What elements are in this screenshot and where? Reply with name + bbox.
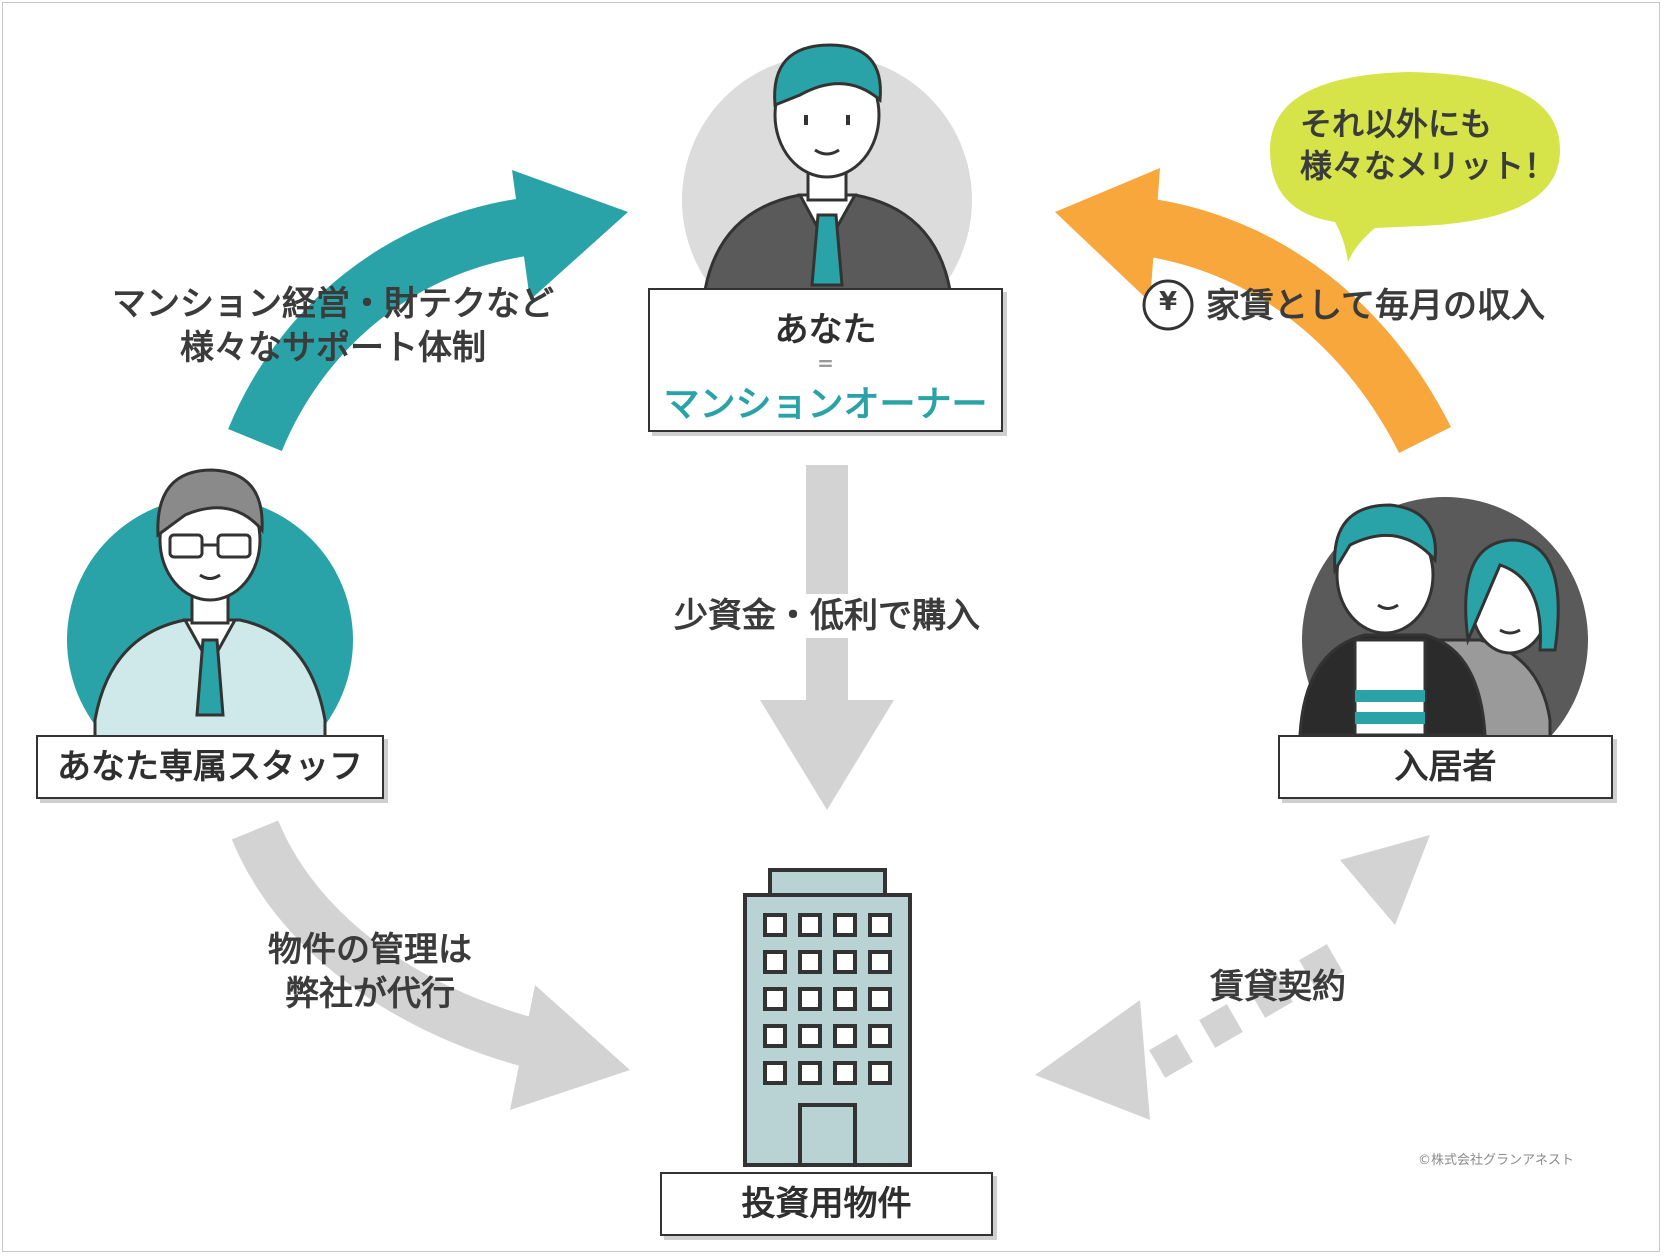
purchase-label: 少資金・低利で購入 (662, 594, 992, 639)
owner-separator: = (817, 351, 834, 375)
rent-arrow (1055, 168, 1451, 454)
tenant-box: 入居者 (1278, 735, 1613, 799)
owner-line2: マンションオーナー (663, 384, 988, 425)
management-label-line1: 物件の管理は (268, 930, 472, 970)
tenant-label: 入居者 (1394, 747, 1497, 787)
bubble-line1: それ以外にも (1300, 105, 1493, 143)
owner-line1: あなた (774, 310, 877, 350)
tenant-avatar (1298, 497, 1588, 783)
owner-avatar (682, 43, 972, 345)
management-label: 物件の管理は 弊社が代行 (240, 928, 500, 1016)
lease-arrow (1035, 835, 1430, 1120)
building-icon (743, 868, 912, 1167)
yen-symbol: ¥ (1158, 287, 1178, 317)
support-label: マンション経営・財テクなど 様々なサポート体制 (108, 282, 558, 370)
support-arrow (228, 170, 628, 452)
support-label-line2: 様々なサポート体制 (180, 328, 486, 369)
owner-box: あなた = マンションオーナー (648, 288, 1003, 432)
property-label: 投資用物件 (741, 1184, 912, 1224)
purchase-arrow (760, 465, 894, 810)
management-arrow (231, 820, 630, 1110)
bubble-text: それ以外にも 様々なメリット！ (1300, 104, 1557, 187)
yen-icon (1142, 279, 1194, 331)
lease-label: 賃貸契約 (1210, 967, 1346, 1007)
staff-avatar (67, 468, 353, 783)
copyright: ©株式会社グランアネスト (1417, 1153, 1574, 1168)
property-box: 投資用物件 (660, 1172, 993, 1236)
staff-box: あなた専属スタッフ (36, 735, 384, 799)
merit-bubble (1270, 72, 1560, 262)
rent-label: 家賃として毎月の収入 (1206, 286, 1545, 326)
staff-label: あなた専属スタッフ (57, 747, 363, 787)
management-label-line2: 弊社が代行 (285, 974, 455, 1015)
bubble-line2: 様々なメリット！ (1300, 146, 1557, 185)
support-label-line1: マンション経営・財テクなど (112, 284, 554, 324)
